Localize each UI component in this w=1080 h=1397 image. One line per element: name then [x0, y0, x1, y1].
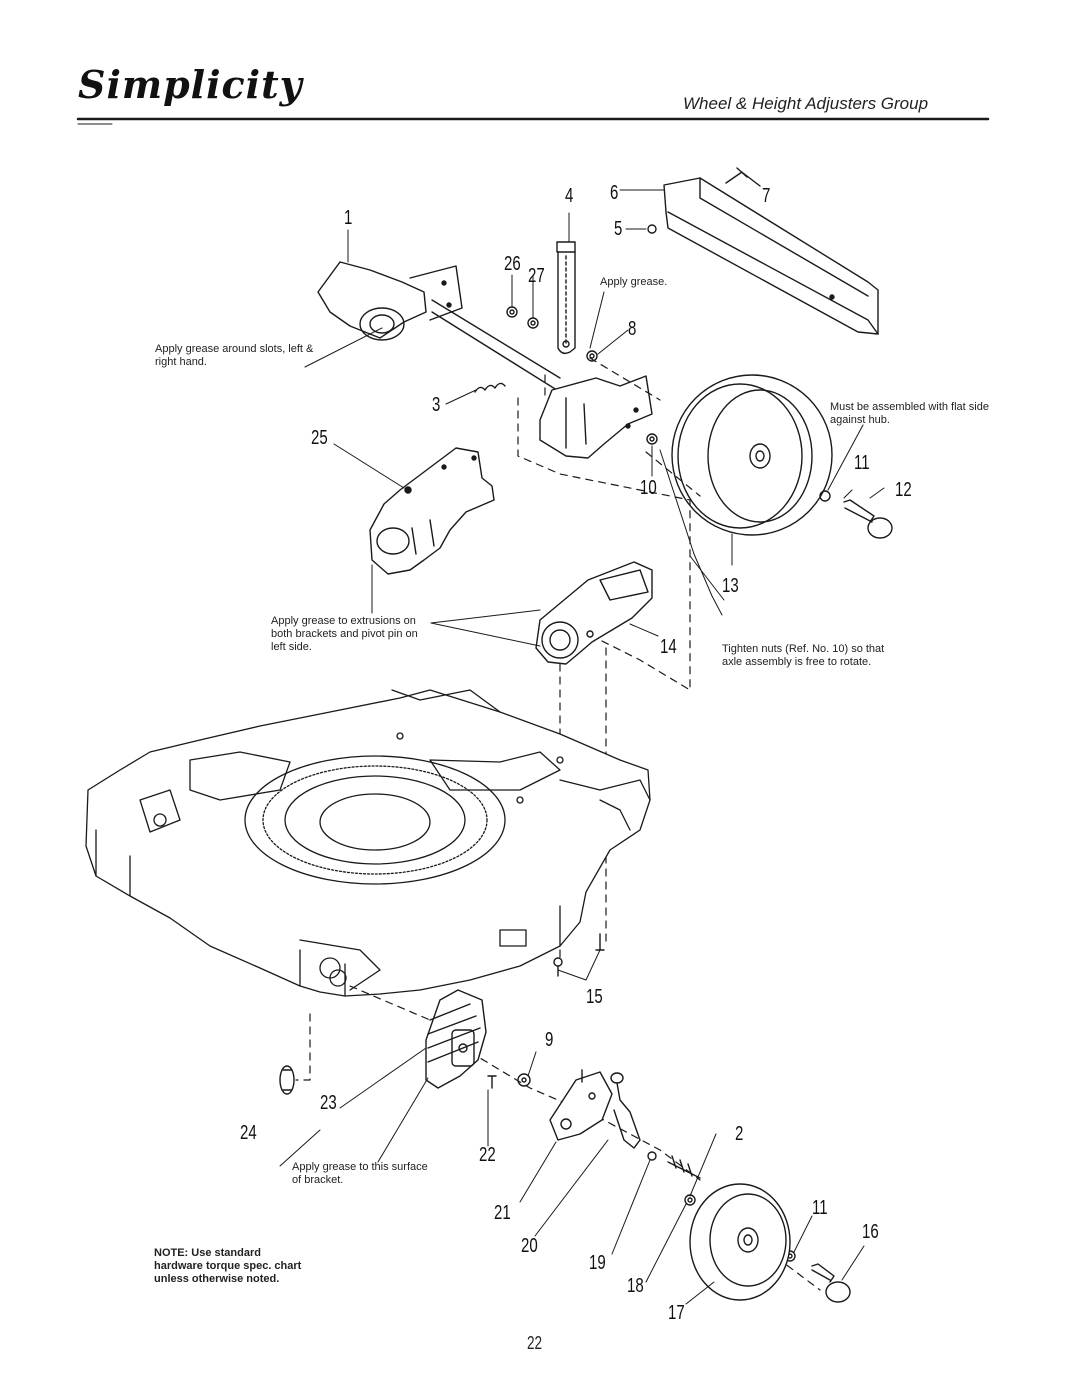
part-number-7: 7	[762, 185, 771, 207]
part-number-17: 17	[668, 1302, 685, 1324]
part-number-20: 20	[521, 1235, 538, 1257]
front-wheel-part	[690, 1184, 790, 1300]
part-number-8: 8	[628, 318, 637, 340]
part-number-10: 10	[640, 477, 657, 499]
rear-shield-part	[664, 178, 878, 334]
part-number-21: 21	[494, 1202, 511, 1224]
note-standard-hardware: NOTE: Use standard hardware torque spec.…	[154, 1247, 302, 1285]
part-number-23: 23	[320, 1092, 337, 1114]
axle-bracket-part	[540, 376, 652, 458]
part-number-3: 3	[432, 394, 441, 416]
lever-20-part	[611, 1073, 640, 1148]
leader-lines	[280, 190, 884, 1304]
part-number-16: 16	[862, 1221, 879, 1243]
note-tighten-nuts: Tighten nuts (Ref. No. 10) so that axle …	[722, 643, 885, 668]
part-number-4: 4	[565, 185, 574, 207]
part-number-22: 22	[479, 1144, 496, 1166]
height-lever-part	[557, 242, 575, 353]
part-number-27: 27	[528, 265, 545, 287]
part-number-18: 18	[627, 1275, 644, 1297]
part-number-15: 15	[586, 986, 603, 1008]
note-grease-around-slots: Apply grease around slots, left & right …	[155, 343, 314, 368]
part-number-5: 5	[614, 218, 623, 240]
part-number-25: 25	[311, 427, 328, 449]
rear-wheel-part	[672, 375, 832, 535]
part-number-24: 24	[240, 1122, 257, 1144]
note-grease-26-27: Apply grease.	[600, 276, 668, 288]
lower-hardware	[280, 1066, 795, 1261]
part-number-11-upper: 11	[854, 452, 870, 474]
page-number: 22	[527, 1333, 543, 1353]
page-title: Wheel & Height Adjusters Group	[683, 94, 929, 113]
part-number-9: 9	[545, 1029, 554, 1051]
mower-deck-part	[86, 690, 650, 996]
height-bracket-25-part	[370, 448, 494, 574]
brand-logo: Simplicity	[78, 62, 303, 107]
part-number-11-lower: 11	[812, 1197, 828, 1219]
part-number-12: 12	[895, 479, 912, 501]
part-number-19: 19	[589, 1252, 606, 1274]
bracket-21-part	[550, 1070, 612, 1140]
note-assemble-flat-side: Must be assembled with flat side against…	[830, 401, 989, 426]
part-number-2: 2	[735, 1123, 744, 1145]
part-number-6: 6	[610, 182, 619, 204]
wheel-bolt-12	[820, 491, 892, 538]
height-bracket-14-part	[536, 562, 652, 664]
adjuster-plate-23-part	[426, 990, 486, 1088]
part-number-14: 14	[660, 636, 677, 658]
axle-tube-part	[318, 262, 560, 392]
part-number-1: 1	[344, 207, 353, 229]
part-number-26: 26	[504, 253, 521, 275]
hardware-small-parts	[475, 168, 760, 444]
wheel-bolt-16	[812, 1264, 850, 1302]
note-grease-extrusions: Apply grease to extrusions on both brack…	[271, 615, 418, 653]
part-number-13: 13	[722, 575, 739, 597]
note-grease-surface: Apply grease to this surface of bracket.	[292, 1161, 428, 1186]
